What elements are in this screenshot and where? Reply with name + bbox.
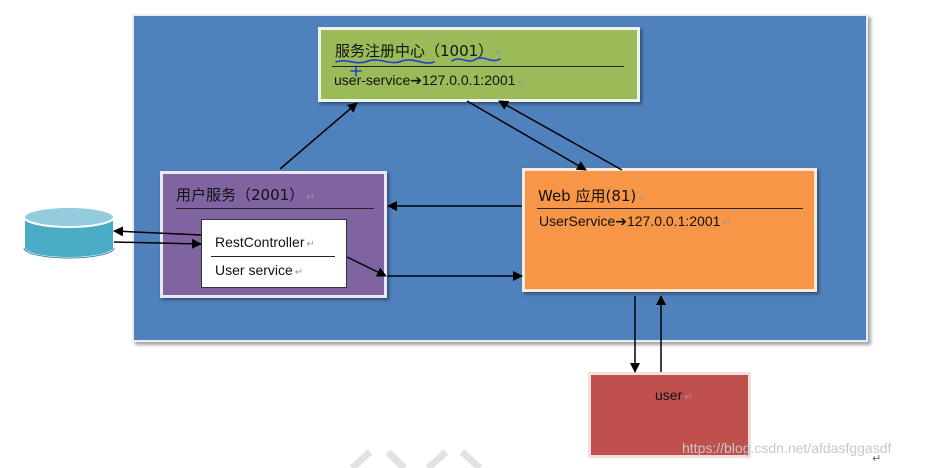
return-mark-icon: ↵ xyxy=(872,453,882,465)
user-service-title-text: 用户服务（2001） xyxy=(176,186,305,204)
hand-drawn-annotation xyxy=(335,57,501,77)
return-mark-icon: ↵ xyxy=(638,193,647,204)
web-app-divider xyxy=(537,208,803,209)
user-box xyxy=(588,372,751,458)
user-service-inner-label: User service↵ xyxy=(215,262,303,278)
arrow-rest-to-database xyxy=(113,226,202,237)
return-mark-icon: ↵ xyxy=(517,77,526,88)
return-mark-icon: ↵ xyxy=(722,218,731,229)
return-mark-icon: ↵ xyxy=(294,267,304,278)
return-mark-icon: ↵ xyxy=(684,392,693,403)
registry-divider xyxy=(332,66,624,67)
rest-controller-text: RestController xyxy=(215,234,305,250)
user-label-text: user xyxy=(655,387,683,403)
web-app-box xyxy=(522,168,817,292)
registry-entry: user-service➔127.0.0.1:2001↵ xyxy=(334,72,526,89)
arrow-userservice-to-registry xyxy=(279,102,358,170)
registry-title: 服务注册中心（1001）↵ xyxy=(335,40,504,61)
rest-controller-label: RestController↵ xyxy=(215,234,315,250)
web-app-entry: UserService➔127.0.0.1:2001↵ xyxy=(539,213,731,230)
decorative-chevrons xyxy=(349,449,483,468)
web-app-entry-text: UserService➔127.0.0.1:2001 xyxy=(539,213,721,229)
return-mark-icon: ↵ xyxy=(306,192,315,203)
web-app-title-text: Web 应用(81) xyxy=(538,187,637,205)
arrow-webapp-to-registry xyxy=(498,100,623,171)
return-mark-icon: ↵ xyxy=(306,239,315,250)
registry-box xyxy=(318,27,640,102)
user-service-title: 用户服务（2001）↵ xyxy=(176,184,315,205)
watermark: https://blog.csdn.net/afdasfggasdf xyxy=(682,440,892,456)
registry-title-text: 服务注册中心（1001） xyxy=(335,42,494,60)
web-app-title: Web 应用(81)↵ xyxy=(538,185,647,206)
user-service-divider xyxy=(176,208,374,209)
arrow-registry-to-webapp xyxy=(466,100,587,171)
rest-controller-divider xyxy=(211,256,335,257)
user-label: user↵ xyxy=(655,387,693,403)
rest-controller-box xyxy=(201,219,347,288)
user-service-inner-text: User service xyxy=(215,262,293,278)
arrow-rest-to-webapp xyxy=(346,256,387,277)
database-cylinder-icon xyxy=(23,206,115,259)
arrow-database-to-rest xyxy=(113,238,202,249)
return-mark-icon: ↵ xyxy=(495,48,504,59)
registry-entry-text: user-service➔127.0.0.1:2001 xyxy=(334,72,516,88)
